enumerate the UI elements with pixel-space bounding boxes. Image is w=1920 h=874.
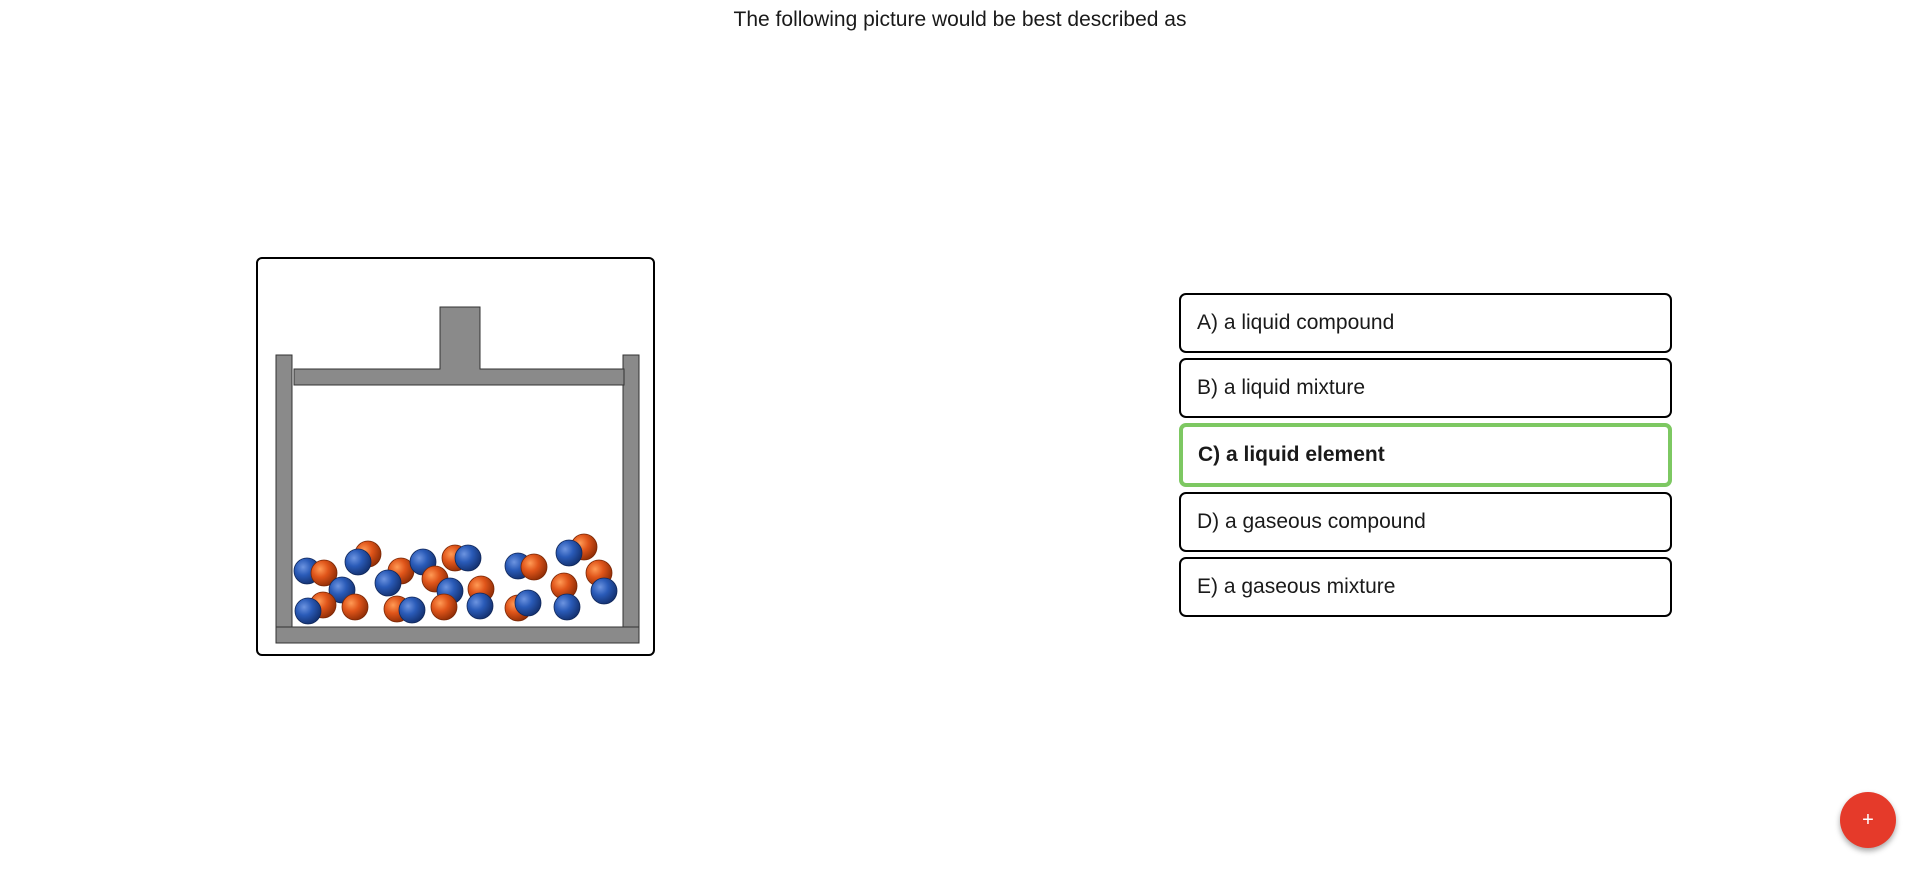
blue-particle	[294, 597, 322, 625]
blue-particle	[374, 569, 402, 597]
orange-particle	[310, 559, 338, 587]
blue-particle	[590, 577, 618, 605]
option-d-label: D) a gaseous compound	[1197, 510, 1426, 533]
option-e-label: E) a gaseous mixture	[1197, 575, 1396, 598]
piston	[293, 306, 625, 386]
option-e[interactable]: E) a gaseous mixture	[1179, 557, 1672, 617]
blue-particle	[514, 589, 542, 617]
option-d[interactable]: D) a gaseous compound	[1179, 492, 1672, 552]
plus-icon: +	[1862, 808, 1874, 831]
container-walls	[275, 354, 640, 644]
blue-particle	[553, 593, 581, 621]
container-floor	[275, 626, 640, 644]
option-b[interactable]: B) a liquid mixture	[1179, 358, 1672, 418]
option-c[interactable]: C) a liquid element	[1179, 423, 1672, 487]
blue-particle	[466, 592, 494, 620]
piston-container-illustration	[275, 306, 640, 644]
add-button[interactable]: +	[1840, 792, 1896, 848]
question-figure	[256, 257, 655, 656]
option-c-label: C) a liquid element	[1198, 443, 1385, 466]
blue-particle	[555, 539, 583, 567]
blue-particle	[398, 596, 426, 624]
option-a[interactable]: A) a liquid compound	[1179, 293, 1672, 353]
question-text: The following picture would be best desc…	[733, 8, 1187, 31]
left-wall	[275, 354, 293, 644]
orange-particle	[341, 593, 369, 621]
blue-particle	[454, 544, 482, 572]
blue-particle	[344, 548, 372, 576]
option-b-label: B) a liquid mixture	[1197, 376, 1366, 399]
orange-particle	[520, 553, 548, 581]
right-wall	[622, 354, 640, 644]
particles-group	[293, 533, 618, 625]
option-a-label: A) a liquid compound	[1197, 311, 1395, 334]
orange-particle	[430, 593, 458, 621]
answer-options: A) a liquid compound B) a liquid mixture…	[1179, 293, 1672, 622]
